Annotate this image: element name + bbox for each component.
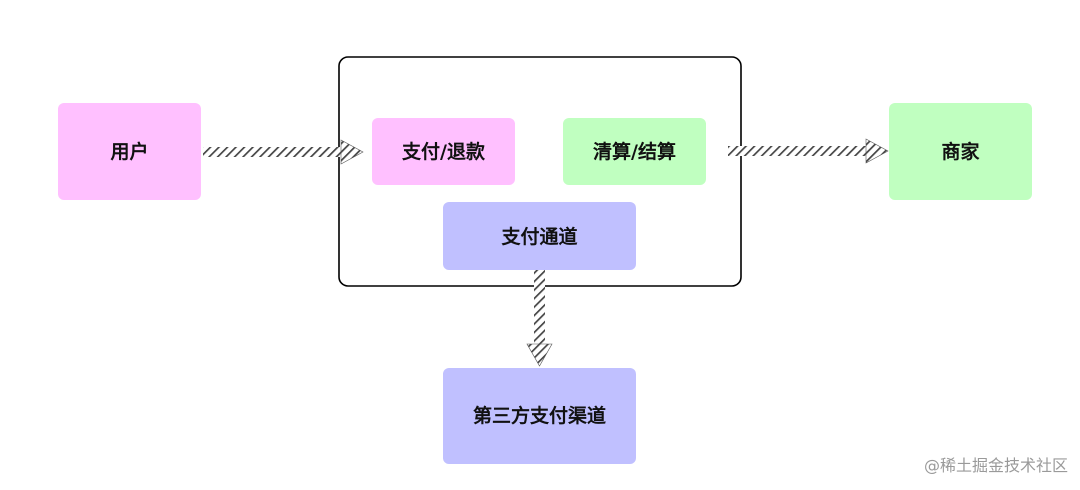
node-pay-refund-label: 支付/退款 (401, 140, 486, 163)
watermark-text: @稀土掘金技术社区 (923, 456, 1068, 475)
node-pay-channel-box (443, 202, 636, 270)
node-clearing-settlement: 清算/结算 (563, 118, 706, 185)
node-pay-refund-box (372, 118, 515, 185)
node-third-party-channel-label: 第三方支付渠道 (473, 404, 606, 427)
node-user-label: 用户 (110, 140, 148, 163)
arrow-user-to-system (203, 139, 364, 165)
node-pay-refund: 支付/退款 (372, 118, 515, 185)
node-pay-channel-label: 支付通道 (500, 225, 577, 248)
node-merchant: 商家 (889, 103, 1032, 200)
node-clearing-settlement-label: 清算/结算 (593, 140, 676, 163)
node-user-box (58, 103, 201, 200)
node-user: 用户 (58, 103, 201, 200)
node-clearing-settlement-box (563, 118, 706, 185)
node-merchant-label: 商家 (941, 140, 980, 163)
node-third-party-channel-box (443, 368, 636, 464)
node-merchant-box (889, 103, 1032, 200)
arrow-channel-to-third-party (526, 270, 553, 367)
node-pay-channel: 支付通道 (443, 202, 636, 270)
node-third-party-channel: 第三方支付渠道 (443, 368, 636, 464)
arrow-system-to-merchant (728, 138, 889, 164)
